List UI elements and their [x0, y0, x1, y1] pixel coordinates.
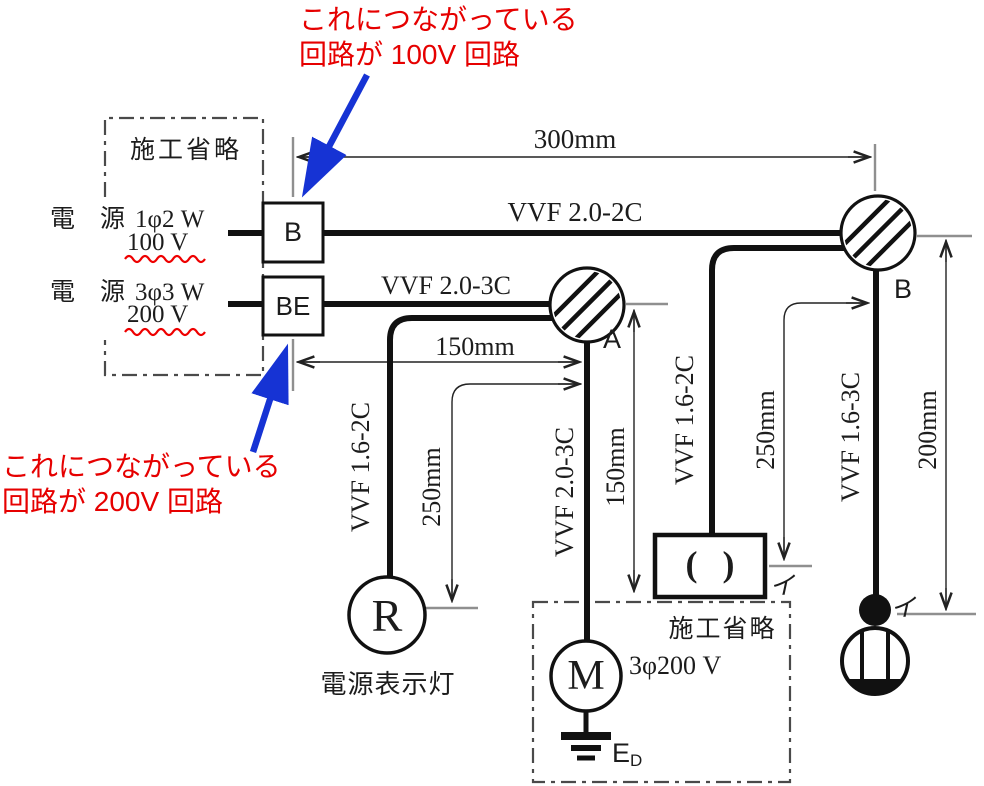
breaker-boxes [261, 201, 325, 337]
omission-box-motor [531, 600, 792, 784]
ceiling-lamp-symbol [840, 594, 910, 696]
junction-b-label: B [894, 274, 913, 304]
outlet-symbol-text: ( ) [685, 544, 743, 584]
source-100v-voltage: 100 V [127, 229, 189, 256]
source-200v-phase: 3φ3 W [135, 279, 205, 306]
dimension-top-span: 300mm [533, 124, 617, 154]
dimension-ticks [291, 137, 976, 616]
dimension-be-to-junction-a: 150mm [435, 332, 515, 361]
annotation-arrows [249, 73, 370, 453]
annotation-200v-line1: これにつながっている [2, 451, 281, 482]
motor-voltage-label: 3φ200 V [629, 651, 722, 680]
omission-caption-motor: 施工省略 [668, 616, 777, 643]
cable-junction-b-to-outlet [709, 245, 846, 536]
pilot-lamp-r-symbol [347, 575, 427, 655]
cable-label-junction-a-to-motor: VVF 2.0-3C [550, 427, 579, 558]
arrow-to-breaker-b [301, 73, 370, 198]
annotation-200v-circuit: これにつながっている 回路が 200V 回路 [2, 449, 281, 519]
source-100v-phase: 1φ2 W [135, 206, 205, 233]
cable-label-junction-a-to-lamp-r: VVF 1.6-2C [346, 402, 375, 533]
motor-letter: M [567, 653, 605, 699]
annotation-100v-circuit: これにつながっている 回路が 100V 回路 [299, 2, 578, 72]
ground-label-e: E [612, 738, 631, 768]
motor-symbol [549, 639, 623, 761]
source-100v-label: 電 源 [50, 206, 126, 233]
cable-label-be-to-junction-a: VVF 2.0-3C [380, 271, 511, 300]
ground-label-sub-d: D [630, 751, 643, 770]
outlet-box-symbol [652, 532, 768, 600]
breaker-b-box [261, 201, 325, 264]
junction-box-b-symbol [839, 194, 917, 272]
dimension-outlet-drop: 250mm [751, 390, 780, 470]
ceiling-rose-dot [859, 594, 891, 626]
junction-a-label: A [603, 324, 622, 354]
source-100v-row: 電 源 1φ2 W [50, 199, 204, 235]
breaker-be-label: BE [275, 290, 311, 321]
ground-label: ED [612, 738, 642, 771]
arrow-to-breaker-be [249, 343, 289, 453]
dimension-junction-a-drop: 150mm [601, 427, 630, 507]
dimension-lines [297, 157, 946, 610]
source-200v-row: 電 源 3φ3 W [50, 272, 204, 308]
cables [228, 230, 879, 642]
dimension-ceiling-lamp-drop: 200mm [913, 390, 942, 470]
omission-caption-source: 施工省略 [130, 137, 243, 164]
breaker-b-label: B [283, 217, 302, 247]
dimension-lamp-r-drop: 250mm [417, 447, 446, 527]
cable-label-junction-b-to-ceiling-lamp: VVF 1.6-3C [836, 372, 865, 503]
annotation-100v-line2: 回路が 100V 回路 [299, 39, 520, 70]
annotation-200v-line2: 回路が 200V 回路 [2, 486, 223, 517]
junction-box-a-symbol [548, 266, 626, 344]
cable-label-b-to-junction-b: VVF 2.0-2C [507, 197, 643, 227]
red-wavy-underlines [124, 254, 206, 337]
ground-symbol [561, 711, 611, 761]
source-200v-voltage: 200 V [127, 301, 189, 328]
pilot-lamp-r-caption: 電源表示灯 [320, 670, 456, 699]
cable-label-junction-b-to-outlet: VVF 1.6-2C [670, 355, 699, 486]
annotation-100v-line1: これにつながっている [299, 4, 578, 35]
source-200v-label: 電 源 [50, 279, 126, 306]
breaker-be-box [261, 275, 325, 337]
pilot-lamp-r-letter: R [371, 589, 403, 641]
cable-junction-a-to-lamp-r [387, 315, 553, 578]
